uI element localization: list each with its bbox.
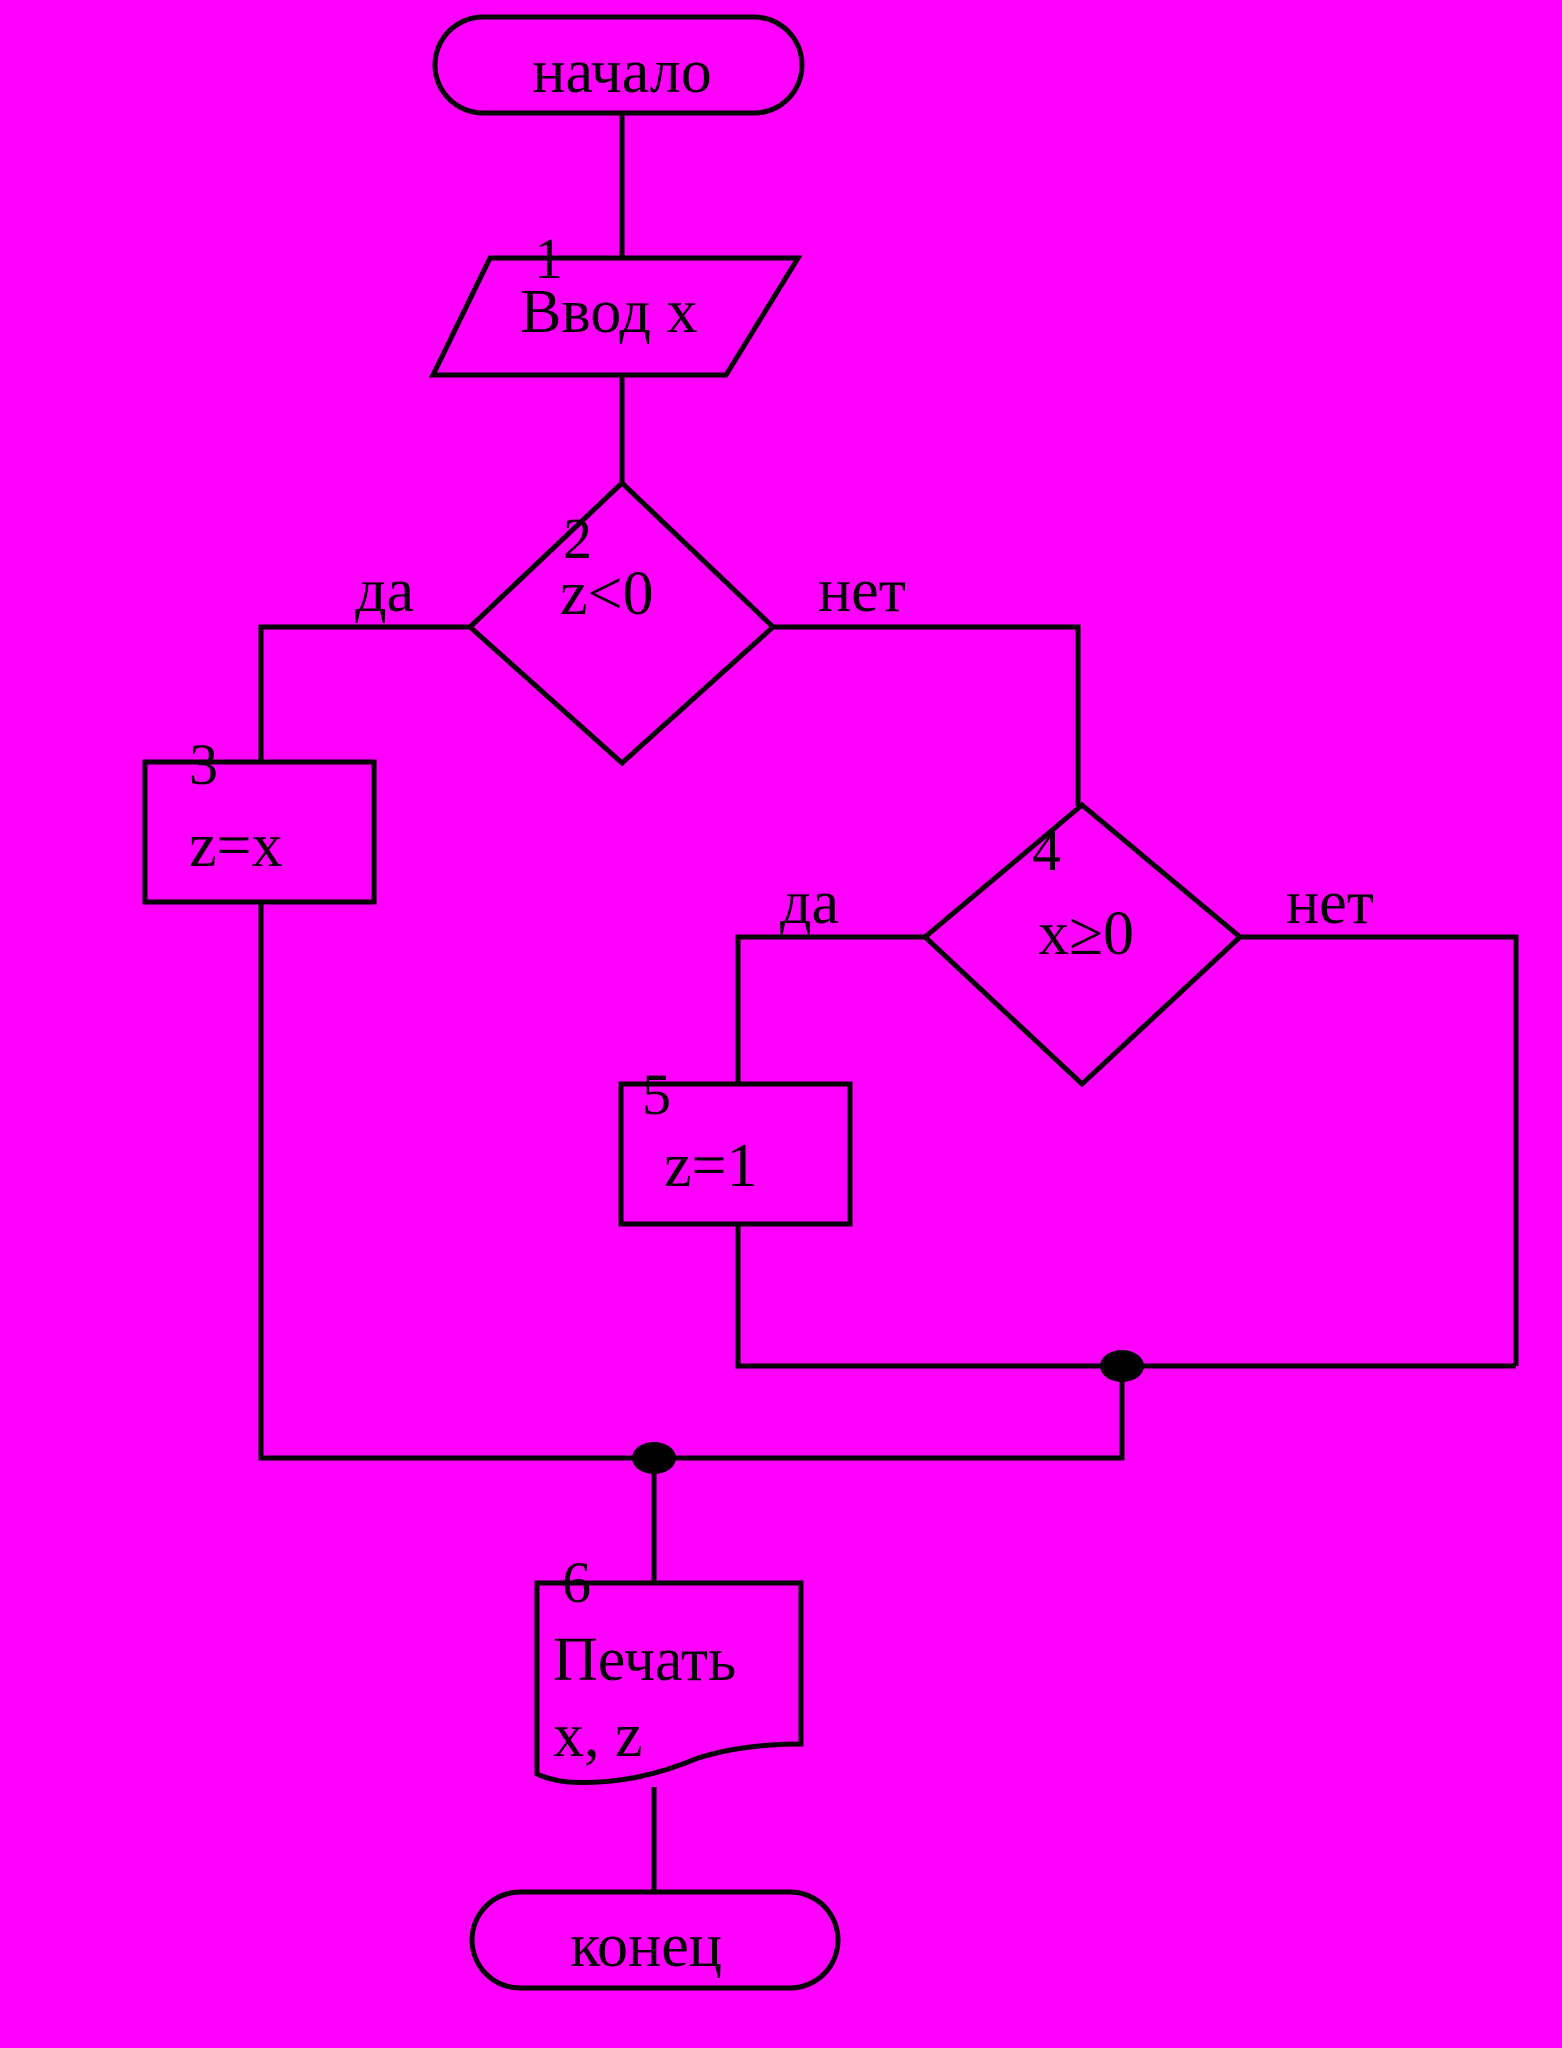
decision-block-4-shape [921,801,1244,1088]
input-block-1-shape [429,255,803,378]
decision-block-4-yes-label: да [780,869,839,937]
decision-block-2: 2 z<0 да нет [355,479,906,767]
process-block-3: 3 z=x [142,732,377,905]
junction-dot-inner [1100,1350,1144,1382]
decision-block-4-number: 4 [1032,818,1061,883]
process-block-5-number: 5 [642,1062,671,1127]
connector-decision-2-no [773,624,1081,806]
end-terminal: конец [469,1889,841,1991]
decision-block-2-number: 2 [563,506,592,571]
document-block-6: 6 Печать x, z [534,1550,804,1785]
document-block-6-number: 6 [562,1550,591,1615]
document-block-6-shape [534,1580,804,1785]
process-block-3-number: 3 [189,732,218,797]
connector-decision-4-no [1240,934,1519,1366]
document-block-6-label-line1: Печать [553,1626,736,1694]
start-terminal-shape [432,14,805,116]
connector-block-3-down [258,902,654,1461]
connector-inner-merge-down [654,1366,1125,1461]
decision-block-2-no-label: нет [818,557,906,625]
input-block-1-label: Ввод x [520,278,697,346]
junction-dot-outer [632,1442,676,1474]
start-terminal-label: начало [532,38,711,106]
process-block-5-shape [618,1081,853,1227]
end-terminal-shape [469,1889,841,1991]
input-block-1-number: 1 [534,226,563,291]
connectors [258,113,1519,1892]
connector-block-5-down [735,1224,1122,1369]
input-block-1: 1 Ввод x [429,226,803,378]
process-block-3-shape [142,759,377,905]
process-block-5: 5 z=1 [618,1062,853,1227]
decision-block-2-shape [466,479,777,767]
process-block-3-label: z=x [189,812,282,880]
end-terminal-label: конец [570,1912,722,1980]
process-block-5-label: z=1 [664,1132,757,1200]
connector-decision-4-yes [735,934,925,1084]
decision-block-2-yes-label: да [355,557,414,625]
connector-decision-2-yes [258,624,470,762]
decision-block-4-condition: x≥0 [1038,900,1134,968]
decision-block-4-no-label: нет [1286,869,1374,937]
document-block-6-label-line2: x, z [553,1702,643,1770]
decision-block-2-condition: z<0 [560,560,653,628]
start-terminal: начало [432,14,805,116]
decision-block-4: 4 x≥0 да нет [780,801,1374,1088]
